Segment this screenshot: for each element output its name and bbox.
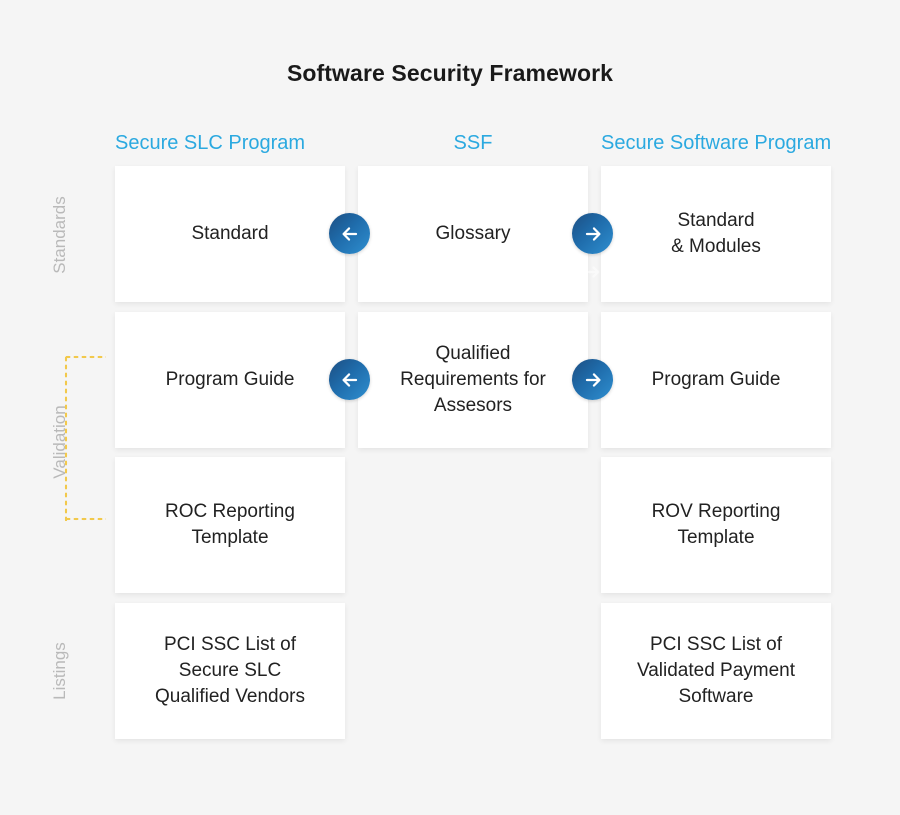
card-standard-and-modules-label: Standard & Modules	[671, 210, 761, 257]
arrow-left-icon	[339, 223, 361, 245]
bracket-bottom-segment	[64, 517, 106, 521]
arrow-button-validation-left[interactable]	[329, 359, 370, 400]
card-program-guide-software-label: Program Guide	[651, 369, 781, 390]
row-label-validation-text: Validation	[50, 405, 69, 479]
card-pci-ssc-list-validated-payment-software-label: PCI SSC List of Validated Payment Softwa…	[636, 634, 796, 707]
arrow-left-icon	[339, 369, 361, 391]
column-header-secure-software-program: Secure Software Program	[601, 132, 832, 154]
card-program-guide-software[interactable]: Program Guide	[601, 312, 831, 448]
row-label-listings: Listings	[0, 642, 120, 700]
card-qualified-requirements-label: Qualified Requirements for Assesors	[400, 343, 546, 416]
faint-arrow-right-icon	[583, 262, 603, 282]
card-program-guide-slc[interactable]: Program Guide	[115, 312, 345, 448]
page-title: Software Security Framework	[286, 60, 614, 86]
card-standard-label: Standard	[191, 223, 269, 244]
row-label-validation: Validation	[0, 405, 120, 478]
card-program-guide-slc-label: Program Guide	[165, 369, 295, 390]
arrow-button-validation-right[interactable]	[572, 359, 613, 400]
arrow-right-icon	[582, 369, 604, 391]
card-glossary-label: Glossary	[435, 223, 511, 244]
arrow-button-standards-left[interactable]	[329, 213, 370, 254]
card-qualified-requirements-for-assessors[interactable]: Qualified Requirements for Assesors	[358, 312, 588, 448]
card-pci-ssc-list-secure-slc-vendors-label: PCI SSC List of Secure SLC Qualified Ven…	[155, 634, 305, 707]
row-label-standards-text: Standards	[50, 196, 69, 274]
card-rov-reporting-template-label: ROV Reporting Template	[651, 501, 781, 548]
card-standard-and-modules[interactable]: Standard & Modules	[601, 166, 831, 302]
card-roc-reporting-template-label: ROC Reporting Template	[165, 501, 295, 548]
column-header-secure-slc-program: Secure SLC Program	[115, 132, 306, 154]
arrow-button-standards-right[interactable]	[572, 213, 613, 254]
card-standard[interactable]: Standard	[115, 166, 345, 302]
card-pci-ssc-list-secure-slc-vendors[interactable]: PCI SSC List of Secure SLC Qualified Ven…	[115, 603, 345, 739]
card-pci-ssc-list-validated-payment-software[interactable]: PCI SSC List of Validated Payment Softwa…	[601, 603, 831, 739]
column-header-ssf: SSF	[453, 132, 493, 154]
card-roc-reporting-template[interactable]: ROC Reporting Template	[115, 457, 345, 593]
row-label-standards: Standards	[0, 196, 120, 274]
bracket-top-segment	[64, 355, 106, 359]
card-glossary[interactable]: Glossary	[358, 166, 588, 302]
arrow-right-icon	[582, 223, 604, 245]
card-rov-reporting-template[interactable]: ROV Reporting Template	[601, 457, 831, 593]
row-label-listings-text: Listings	[50, 642, 69, 700]
